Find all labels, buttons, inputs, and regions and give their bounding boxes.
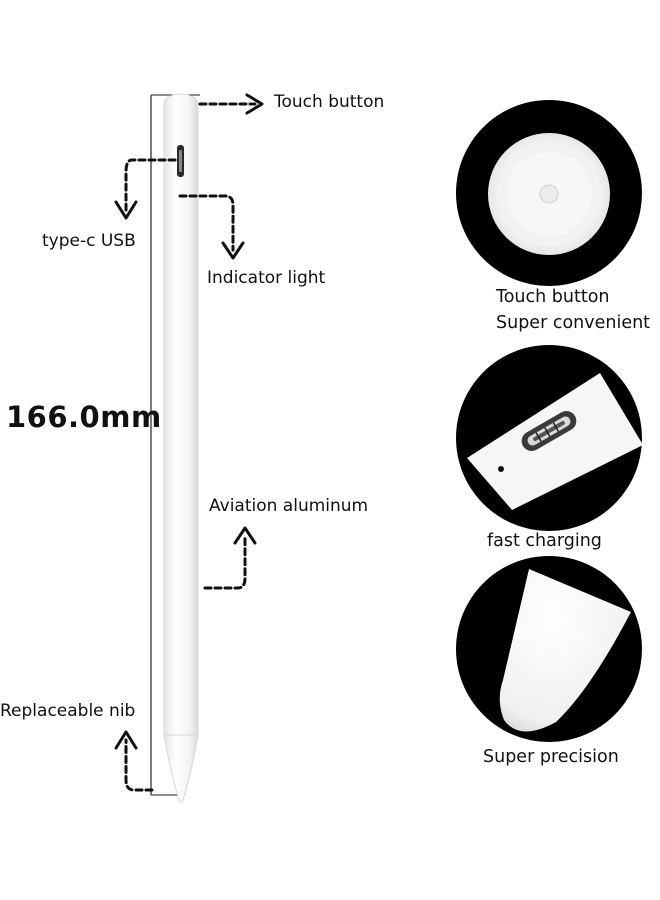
usb-c-port-closeup-icon [521, 411, 577, 451]
feature-circle-touch-button [456, 100, 642, 286]
feature-circle-super-precision [456, 556, 642, 742]
arrow-head-down-icon [114, 200, 138, 220]
caption-super-precision: Super precision [483, 747, 619, 767]
caption-super-convenient: Super convenient [496, 313, 651, 333]
label-indicator-light: Indicator light [207, 268, 326, 288]
arrow-head-down-icon [221, 241, 245, 260]
arrow-head-up-icon [114, 730, 138, 750]
arrow-head-up-icon [233, 526, 257, 545]
touch-button-closeup-icon [539, 184, 559, 204]
caption-fast-charging: fast charging [487, 531, 602, 551]
label-typec-usb: type-c USB [42, 231, 136, 251]
label-aviation-aluminum: Aviation aluminum [209, 496, 369, 516]
callout-arrows [124, 102, 257, 792]
arrow-head-right-icon [245, 93, 264, 115]
label-touch-button: Touch button [274, 92, 385, 112]
label-length-dimension: 166.0mm [6, 400, 162, 434]
stylus-pen [163, 93, 199, 803]
nib-tip-closeup-icon [499, 569, 631, 732]
caption-touch-button: Touch button [496, 287, 610, 307]
feature-circle-fast-charging [456, 345, 643, 531]
label-replaceable-nib: Replaceable nib [0, 701, 136, 721]
